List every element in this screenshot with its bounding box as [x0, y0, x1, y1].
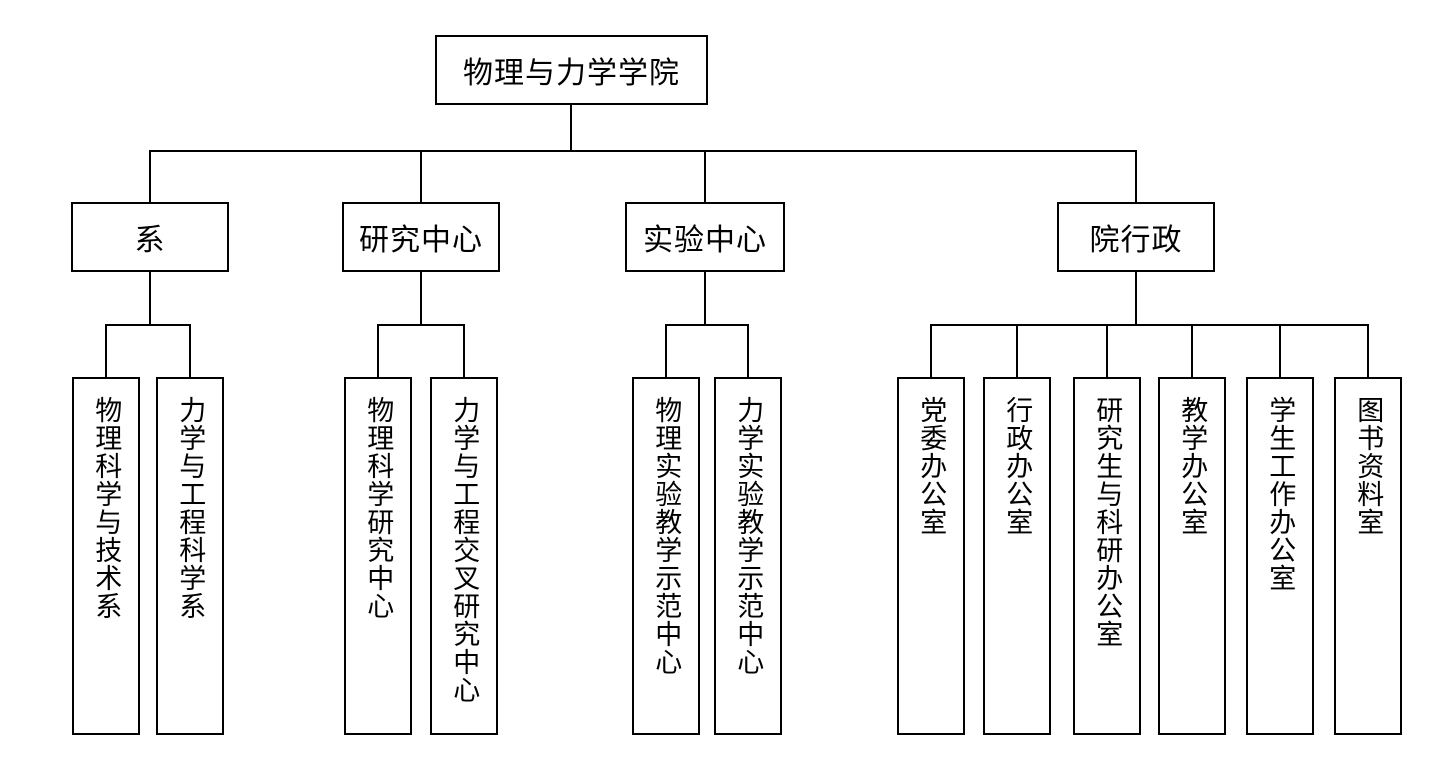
leaf-label: 研究生与科研办公室 — [1092, 396, 1123, 648]
leaf-label: 行政办公室 — [1002, 396, 1033, 536]
connector-g2-stem — [420, 272, 422, 324]
connector-drop-experiment-centers — [704, 150, 706, 202]
org-node-mechanics-cross-research-center: 力学与工程交叉研究中心 — [430, 377, 498, 735]
leaf-label: 力学与工程交叉研究中心 — [449, 396, 480, 704]
org-node-experiment-centers-label: 实验中心 — [643, 224, 767, 257]
org-node-research-centers-label: 研究中心 — [359, 224, 483, 257]
org-node-root: 物理与力学学院 — [435, 35, 708, 105]
connector-g2-rail — [377, 324, 465, 326]
leaf-label: 物理科学与技术系 — [91, 396, 122, 620]
connector-drop-administration — [1135, 150, 1137, 202]
connector-drop-research-centers — [420, 150, 422, 202]
org-node-mechanics-experiment-demo-center: 力学实验教学示范中心 — [714, 377, 782, 735]
org-node-party-committee-office: 党委办公室 — [897, 377, 965, 735]
org-node-administration: 院行政 — [1057, 202, 1215, 272]
connector-g4-drop-1 — [930, 324, 932, 377]
org-node-departments: 系 — [71, 202, 229, 272]
org-node-administrative-office: 行政办公室 — [983, 377, 1051, 735]
connector-g3-drop-1 — [665, 324, 667, 377]
connector-g4-drop-6 — [1367, 324, 1369, 377]
connector-top-rail — [149, 150, 1137, 152]
org-node-experiment-centers: 实验中心 — [625, 202, 785, 272]
org-node-physics-experiment-demo-center: 物理实验教学示范中心 — [632, 377, 700, 735]
org-node-library-reference-room: 图书资料室 — [1334, 377, 1402, 735]
org-node-student-affairs-office: 学生工作办公室 — [1246, 377, 1314, 735]
connector-g1-drop-2 — [189, 324, 191, 377]
leaf-label: 党委办公室 — [916, 396, 947, 536]
leaf-label: 物理科学研究中心 — [363, 396, 394, 620]
connector-drop-departments — [149, 150, 151, 202]
org-node-research-centers: 研究中心 — [342, 202, 500, 272]
leaf-label: 物理实验教学示范中心 — [651, 396, 682, 676]
leaf-label: 学生工作办公室 — [1265, 396, 1296, 592]
connector-root-stem — [570, 105, 572, 150]
connector-g4-drop-3 — [1106, 324, 1108, 377]
connector-g4-drop-5 — [1279, 324, 1281, 377]
leaf-label: 力学与工程科学系 — [175, 396, 206, 620]
leaf-label: 教学办公室 — [1177, 396, 1208, 536]
connector-g4-stem — [1135, 272, 1137, 324]
connector-g3-rail — [665, 324, 749, 326]
leaf-label: 图书资料室 — [1353, 396, 1384, 536]
connector-g1-rail — [105, 324, 191, 326]
org-node-departments-label: 系 — [134, 224, 166, 257]
connector-g4-drop-4 — [1191, 324, 1193, 377]
org-node-mechanics-engineering-dept: 力学与工程科学系 — [156, 377, 224, 735]
org-node-physics-research-center: 物理科学研究中心 — [344, 377, 412, 735]
connector-g2-drop-2 — [463, 324, 465, 377]
org-node-graduate-research-office: 研究生与科研办公室 — [1073, 377, 1141, 735]
connector-g1-stem — [149, 272, 151, 324]
org-node-teaching-office: 教学办公室 — [1158, 377, 1226, 735]
leaf-label: 力学实验教学示范中心 — [733, 396, 764, 676]
connector-g2-drop-1 — [377, 324, 379, 377]
org-node-root-label: 物理与力学学院 — [463, 57, 680, 90]
connector-g3-stem — [704, 272, 706, 324]
org-node-physics-science-tech-dept: 物理科学与技术系 — [72, 377, 140, 735]
connector-g4-rail — [930, 324, 1369, 326]
connector-g1-drop-1 — [105, 324, 107, 377]
connector-g4-drop-2 — [1016, 324, 1018, 377]
org-node-administration-label: 院行政 — [1089, 224, 1183, 257]
connector-g3-drop-2 — [747, 324, 749, 377]
